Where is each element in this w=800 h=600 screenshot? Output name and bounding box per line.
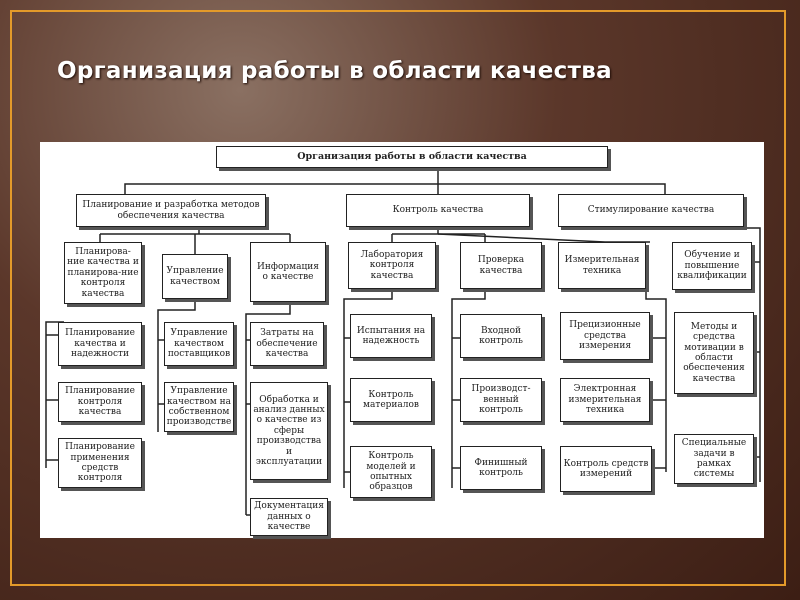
slide-frame: [10, 10, 786, 586]
measuring-box: Измерительная техника: [558, 242, 646, 289]
insp-final-box: Финишный контроль: [460, 446, 542, 490]
control-box: Контроль качества: [346, 194, 530, 227]
lab-materials-box: Контроль материалов: [350, 378, 432, 422]
motivation-box: Методы и средства мотивации в области об…: [674, 312, 754, 394]
meas-electronic-box: Электронная измерительная техника: [560, 378, 650, 422]
inspection-box: Проверка качества: [460, 242, 542, 289]
info-costs-box: Затраты на обеспечение качества: [250, 322, 324, 366]
plan-tools-box: Планирование применения средств контроля: [58, 438, 142, 488]
meas-precision-box: Прецизионные средства измерения: [560, 312, 650, 360]
meas-control-box: Контроль средств измерений: [560, 446, 652, 492]
lab-reliability-box: Испытания на надежность: [350, 314, 432, 358]
info-analysis-box: Обработка и анализ данных о качестве из …: [250, 382, 328, 480]
connector-lines: [45, 168, 761, 516]
stimulation-box: Стимулирование качества: [558, 194, 744, 227]
lab-models-box: Контроль моделей и опытных образцов: [350, 446, 432, 498]
info-docs-box: Документация данных о качестве: [250, 498, 328, 536]
insp-input-box: Входной контроль: [460, 314, 542, 358]
management-box: Управление качеством: [162, 254, 228, 299]
training-box: Обучение и повышение квалификации: [672, 242, 752, 290]
mgmt-production-box: Управление качеством на собственном прои…: [164, 382, 234, 432]
mgmt-suppliers-box: Управление качеством поставщиков: [164, 322, 234, 366]
org-chart: Организация работы в области качества Пл…: [40, 142, 764, 538]
planning-box: Планирование и разработка методов обеспе…: [76, 194, 266, 227]
plan-control-box: Планирование контроля качества: [58, 382, 142, 422]
lab-box: Лаборатория контроля качества: [348, 242, 436, 289]
planning-quality-box: Планирова-ние качества и планирова-ние к…: [64, 242, 142, 304]
special-tasks-box: Специальные задачи в рамках системы: [674, 434, 754, 484]
information-box: Информация о качестве: [250, 242, 326, 302]
plan-reliability-box: Планирование качества и надежности: [58, 322, 142, 366]
root-box: Организация работы в области качества: [216, 146, 608, 168]
slide-title: Организация работы в области качества: [57, 58, 612, 84]
insp-production-box: Производст-венный контроль: [460, 378, 542, 422]
